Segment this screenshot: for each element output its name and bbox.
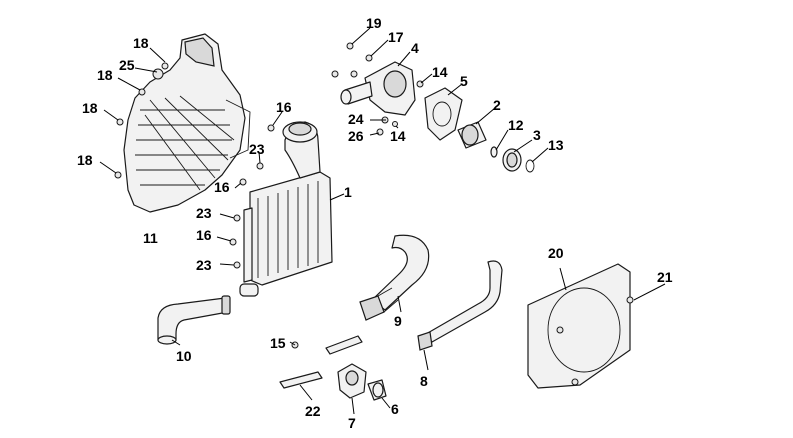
part-gasket	[424, 87, 463, 141]
callout-13: 13	[548, 137, 564, 153]
callout-3: 3	[533, 127, 541, 143]
callout-18-top: 18	[133, 35, 149, 51]
callout-22: 22	[305, 403, 321, 419]
callout-16-middle: 16	[214, 179, 230, 195]
part-fan-plate	[527, 263, 631, 389]
callout-21: 21	[657, 269, 673, 285]
callout-10: 10	[176, 348, 192, 364]
callout-16-lower: 16	[196, 227, 212, 243]
callout-labels: 18 25 18 18 18 11 16 23 16 23 16 23 1 19…	[77, 15, 673, 431]
callout-25: 25	[119, 57, 135, 73]
part-hose-elbow	[157, 295, 231, 345]
callout-18-lower: 18	[77, 152, 93, 168]
part-impeller	[457, 121, 487, 149]
part-bracket	[279, 335, 363, 389]
callout-15: 15	[270, 335, 286, 351]
part-hose-curved	[359, 234, 430, 321]
part-radiator	[239, 121, 333, 297]
callout-8: 8	[420, 373, 428, 389]
callout-26: 26	[348, 128, 364, 144]
callout-12: 12	[508, 117, 524, 133]
callout-19: 19	[366, 15, 382, 31]
callout-24: 24	[348, 111, 364, 127]
callout-2: 2	[493, 97, 501, 113]
callout-23-middle: 23	[196, 205, 212, 221]
part-cap	[502, 148, 522, 172]
part-seal-ring	[490, 146, 498, 158]
callout-6: 6	[391, 401, 399, 417]
callout-23-top: 23	[249, 141, 265, 157]
callout-1: 1	[344, 184, 352, 200]
callout-9: 9	[394, 313, 402, 329]
callout-20: 20	[548, 245, 564, 261]
part-thermostat-housing	[340, 61, 416, 116]
part-outlet-fitting	[337, 363, 367, 399]
callout-5: 5	[460, 73, 468, 89]
callout-17: 17	[388, 29, 404, 45]
callout-23-lower: 23	[196, 257, 212, 273]
leader-lines	[99, 27, 666, 415]
part-elbow-fitting	[367, 379, 387, 401]
part-o-ring	[525, 159, 535, 173]
callout-7: 7	[348, 415, 356, 431]
callout-18-middle: 18	[82, 100, 98, 116]
callout-16-top: 16	[276, 99, 292, 115]
callout-4: 4	[411, 40, 419, 56]
callout-14-lower: 14	[390, 128, 406, 144]
callout-18-upper: 18	[97, 67, 113, 83]
part-shroud	[123, 33, 251, 213]
callout-11: 11	[143, 230, 158, 246]
part-hose-thin	[417, 260, 503, 351]
callout-14-top: 14	[432, 64, 448, 80]
